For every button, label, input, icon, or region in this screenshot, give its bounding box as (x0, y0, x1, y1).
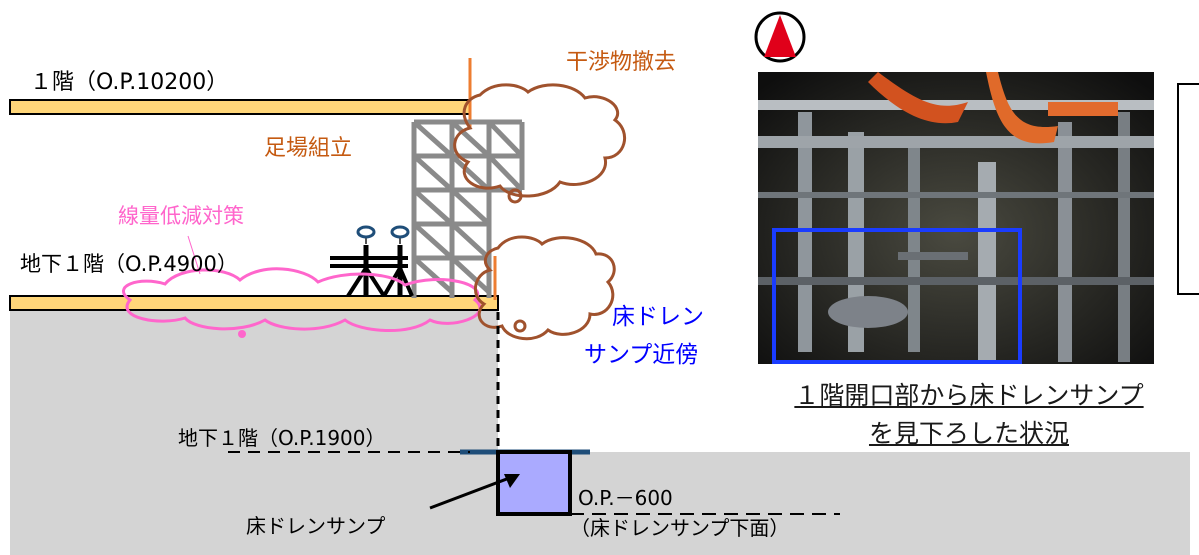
interference-cloud-tail (507, 188, 523, 204)
drain-cloud (474, 235, 616, 341)
interference-removal-cloud (453, 83, 626, 198)
label-floor-drain-sump: 床ドレンサンプ (246, 514, 386, 538)
drain-cloud-tail (513, 319, 527, 333)
label-dose-reduction: 線量低減対策 (118, 204, 244, 228)
dose-pointer (187, 235, 201, 275)
label-sump-bottom: （床ドレンサンプ下面） (570, 516, 790, 540)
shielding-equipment-icon (330, 225, 414, 298)
label-op-minus600: O.P.－600 (578, 486, 673, 510)
label-floor1: １階（O.P.10200） (30, 70, 229, 95)
sump-arrowhead (504, 474, 520, 488)
sump-photo (758, 72, 1154, 364)
label-basement1-lower: 地下１階（O.P.1900） (178, 426, 386, 450)
dose-reduction-cloud (122, 267, 482, 332)
photo-caption-line1: １階開口部から床ドレンサンプ (794, 381, 1144, 410)
sump-arrow (429, 475, 513, 510)
lower-ground-block (10, 452, 1190, 555)
north-arrow-icon (754, 11, 806, 63)
label-interference-removal: 干渉物撤去 (566, 50, 677, 75)
photo-caption-line2: を見下ろした状況 (868, 419, 1069, 448)
label-floor-drain-near-1: 床ドレン (612, 304, 704, 330)
label-scaffold-assembly: 足場組立 (264, 136, 353, 161)
basement1-slab (9, 295, 499, 311)
floor1-slab (9, 99, 471, 115)
dose-cloud-tail (238, 330, 246, 338)
scaffold (411, 119, 525, 298)
side-info-box (1177, 83, 1199, 295)
label-floor-drain-near-2: サンプ近傍 (584, 342, 699, 368)
label-basement1: 地下１階（O.P.4900） (20, 252, 238, 276)
